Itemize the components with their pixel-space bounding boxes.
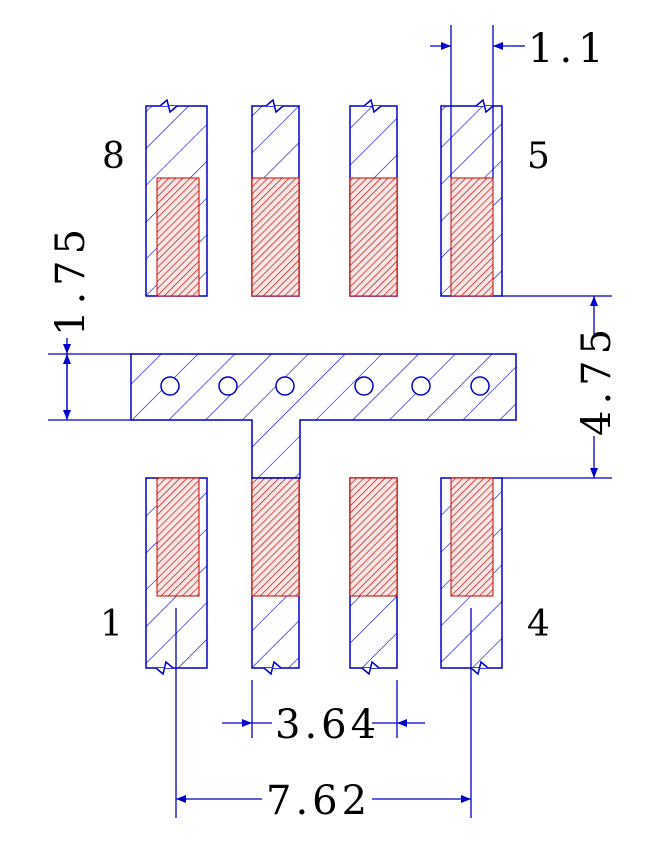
dim-overall-label: 7.62 [266, 778, 371, 824]
bottom-lead-pin1 [145, 477, 208, 676]
top-lead-pin8 [145, 98, 208, 297]
dim-bar-height [48, 338, 131, 421]
top-lead-pin6 [349, 98, 398, 297]
frame-hole [275, 376, 295, 396]
frame-hole [470, 376, 490, 396]
dim-row-gap [502, 295, 612, 479]
frame-hole [411, 376, 431, 396]
frame-hole [218, 376, 238, 396]
bottom-lead-pin3 [349, 477, 398, 676]
bottom-lead-pin2 [251, 477, 300, 676]
dim-row-gap-label: 4.75 [574, 323, 620, 436]
dim-pitch-label: 3.64 [275, 702, 380, 748]
frame-hole [354, 376, 374, 396]
center-t-frame [130, 353, 517, 479]
dim-bar-height-label: 1.75 [48, 223, 94, 336]
top-lead-pin7 [251, 98, 300, 297]
dim-pad-width-label: 1.1 [528, 26, 610, 72]
frame-hole [160, 376, 180, 396]
pin-label-1: 1 [100, 604, 123, 645]
pin-label-5: 5 [527, 136, 550, 177]
pin-label-4: 4 [527, 604, 550, 645]
dim-pad-width [430, 25, 525, 178]
dim-pitch [222, 680, 425, 738]
dim-overall [175, 608, 472, 818]
pin-label-8: 8 [102, 136, 125, 177]
